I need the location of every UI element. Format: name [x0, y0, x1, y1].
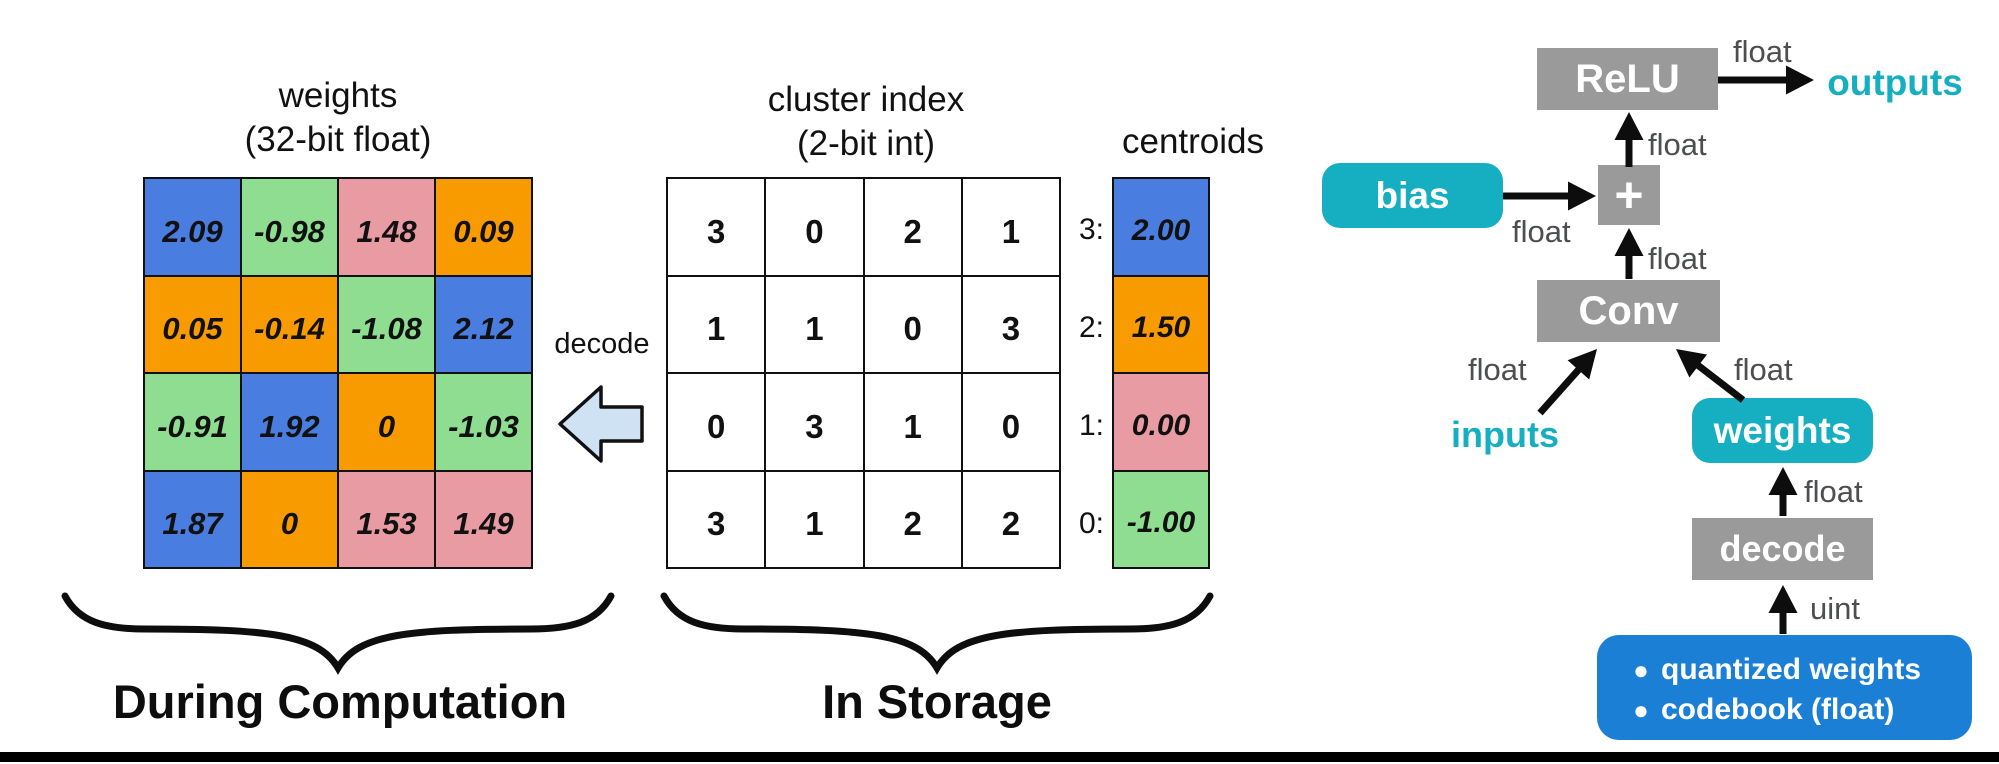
cluster-index-cell: 3	[667, 470, 766, 568]
weights-cell: -1.08	[338, 275, 435, 373]
cluster-index-cell: 1	[863, 373, 962, 471]
centroid-index-label: 3:	[1078, 213, 1104, 246]
add-node: +	[1598, 165, 1660, 225]
caption-in-storage: In Storage	[822, 675, 1052, 728]
bottom-rule	[0, 752, 1999, 762]
arrowhead	[1768, 585, 1798, 613]
bullet-icon: ●	[1633, 654, 1649, 685]
centroid-index-label: 1:	[1078, 409, 1104, 442]
arrow-inputs-conv	[1537, 364, 1584, 416]
weights-title-line1: weights	[278, 76, 398, 115]
weights-cell: 0	[338, 373, 435, 471]
arrowhead	[1568, 181, 1596, 211]
cluster-index-cell: 1	[765, 470, 864, 568]
edge-label-relu-output: float	[1733, 34, 1792, 69]
cluster-index-cell: 3	[765, 373, 864, 471]
cluster-index-cell: 3	[667, 178, 766, 276]
cluster-index-cell: 3	[961, 275, 1060, 373]
caption-during-computation: During Computation	[112, 675, 568, 728]
cluster-index-cell: 2	[863, 470, 962, 568]
arrowhead	[1614, 112, 1644, 140]
bias-node: bias	[1322, 163, 1503, 228]
weights-matrix-title: weights (32-bit float)	[188, 74, 488, 162]
edge-label-decode-to-weights: float	[1804, 474, 1863, 509]
cluster-index-cell: 0	[961, 373, 1060, 471]
bullet-icon: ●	[1633, 694, 1649, 725]
weights-cell: -0.91	[144, 373, 241, 471]
brace-in-storage	[660, 592, 1214, 675]
centroids-title: centroids	[1121, 122, 1265, 161]
weights-cell: -1.03	[435, 373, 532, 471]
outputs-label: outputs	[1827, 62, 1963, 103]
weights-cell: 0.09	[435, 178, 532, 276]
weights-cell: 1.53	[338, 470, 435, 568]
weights-cell: 2.09	[144, 178, 241, 276]
cluster-index-cell: 1	[961, 178, 1060, 276]
cluster-index-cell: 2	[863, 178, 962, 276]
weights-cell: 0.05	[144, 275, 241, 373]
centroid-index-label: 2:	[1078, 311, 1104, 344]
storage-item: ● quantized weights	[1621, 650, 1972, 690]
edge-label-plus-to-relu: float	[1648, 127, 1707, 162]
brace-during-computation	[61, 592, 615, 675]
edge-label-conv-to-plus: float	[1648, 241, 1707, 276]
centroid-index-label: 0:	[1078, 507, 1104, 540]
weights-cell: -0.14	[241, 275, 338, 373]
arrowhead	[1768, 467, 1798, 495]
cluster-index-cell: 1	[667, 275, 766, 373]
edge-label-inputs-to-conv: float	[1468, 352, 1527, 387]
relu-node: ReLU	[1537, 48, 1718, 110]
cluster-index-cell: 2	[961, 470, 1060, 568]
quantized-storage-box: ● quantized weights ● codebook (float)	[1597, 635, 1972, 740]
weights-cell: 1.48	[338, 178, 435, 276]
weights-cell: 1.49	[435, 470, 532, 568]
arrowhead	[1676, 349, 1707, 378]
weights-node: weights	[1692, 398, 1873, 463]
storage-item-label: quantized weights	[1661, 652, 1922, 686]
cluster-title-line1: cluster index	[767, 80, 965, 119]
centroid-cell: 1.50	[1113, 275, 1209, 373]
decode-block-arrow-icon	[558, 385, 644, 463]
storage-item-label: codebook (float)	[1661, 692, 1895, 726]
weights-cell: 0	[241, 470, 338, 568]
arrowhead	[1567, 349, 1597, 380]
edge-label-storage-to-decode: uint	[1810, 591, 1860, 626]
weights-cell: 2.12	[435, 275, 532, 373]
storage-item: ● codebook (float)	[1621, 690, 1972, 730]
arrowhead	[1614, 228, 1644, 256]
centroid-cell: 2.00	[1113, 178, 1209, 276]
edge-label-weights-to-conv: float	[1734, 352, 1793, 387]
cluster-index-cell: 0	[667, 373, 766, 471]
centroid-cell: -1.00	[1113, 470, 1209, 568]
edge-label-bias-to-plus: float	[1512, 214, 1571, 249]
weights-cell: -0.98	[241, 178, 338, 276]
cluster-title-line2: (2-bit int)	[796, 124, 936, 163]
weights-cell: 1.92	[241, 373, 338, 471]
conv-node: Conv	[1537, 280, 1720, 342]
cluster-index-cell: 1	[765, 275, 864, 373]
weights-title-line2: (32-bit float)	[244, 120, 432, 159]
centroid-index-labels: 3: 2: 1: 0:	[1038, 177, 1104, 569]
inputs-label: inputs	[1451, 414, 1559, 455]
decode-node: decode	[1692, 518, 1873, 580]
weights-cell: 1.87	[144, 470, 241, 568]
cluster-index-cell: 0	[863, 275, 962, 373]
cluster-index-cell: 0	[765, 178, 864, 276]
centroid-cell: 0.00	[1113, 373, 1209, 471]
cluster-index-title: cluster index (2-bit int)	[716, 78, 1016, 166]
decode-arrow-label: decode	[554, 328, 650, 360]
